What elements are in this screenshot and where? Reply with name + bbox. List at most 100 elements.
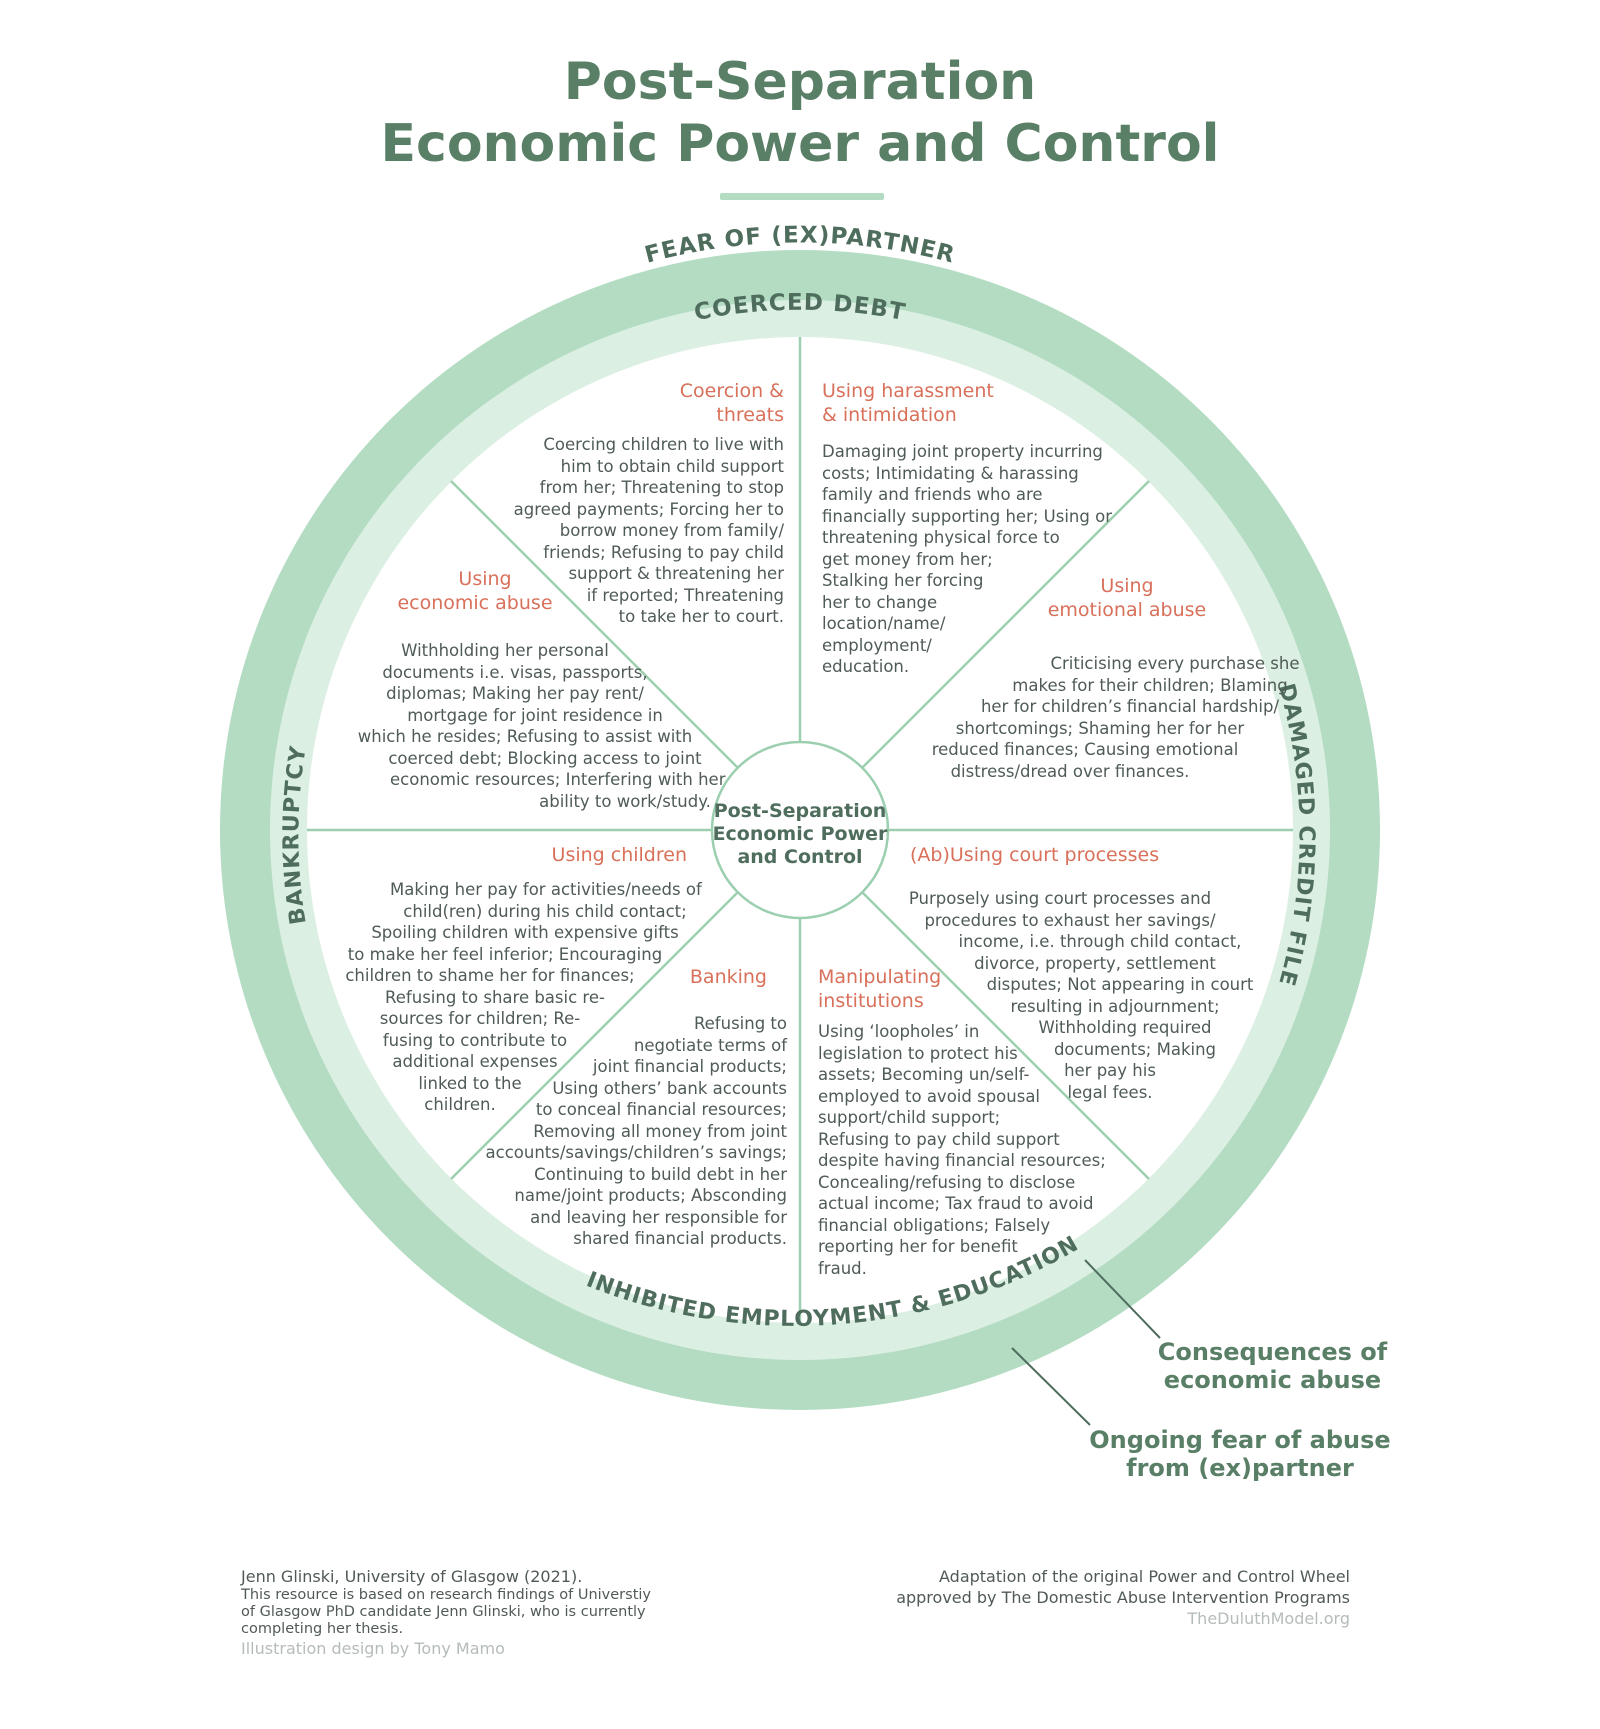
credit-design: Illustration design by Tony Mamo <box>241 1639 505 1658</box>
heading-line: Using children <box>551 844 687 866</box>
text-line: to make her feel inferior; Encouraging <box>347 944 663 964</box>
text-line: location/name/ <box>822 614 946 633</box>
text-line: disputes; Not appearing in court <box>986 975 1254 994</box>
text-line: Withholding her personal <box>401 641 609 660</box>
segment-text-manipulating-institutions: Using ‘loopholes’ in legislation to prot… <box>818 1021 1106 1279</box>
heading-line: Using harassment <box>822 380 994 402</box>
text-line: Continuing to build debt in her <box>534 1164 787 1184</box>
segment-heading-economic-abuse: Using economic abuse <box>375 568 575 615</box>
text-line: Using ‘loopholes’ in <box>818 1022 980 1041</box>
text-line: documents; Making <box>1053 1039 1217 1059</box>
text-line: her for children’s financial hardship/ <box>980 697 1280 716</box>
text-line: sources for children; Re- <box>379 1009 581 1028</box>
heading-line: Banking <box>689 966 767 988</box>
spoke-top-left <box>450 480 739 769</box>
segment-heading-court-processes: (Ab)Using court processes <box>910 844 1159 868</box>
text-line: despite having financial resources; <box>818 1151 1106 1170</box>
text-line: Refusing to <box>693 1014 787 1033</box>
text-line: ability to work/study. <box>539 791 711 811</box>
text-line: Stalking her forcing <box>822 571 984 590</box>
text-line: negotiate terms of <box>633 1035 787 1055</box>
text-line: Refusing to share basic re- <box>385 987 605 1007</box>
text-line: her pay his <box>1064 1061 1156 1080</box>
text-line: Purposely using court processes and <box>908 889 1212 908</box>
segment-heading-harassment-intimidation: Using harassment & intimidation <box>822 380 994 427</box>
heading-line: threats <box>716 403 784 426</box>
center-label-line-1: Post-Separation <box>714 800 887 822</box>
text-line: Coercing children to live with <box>543 435 784 454</box>
center-label-line-3: and Control <box>737 846 862 868</box>
segment-text-emotional-abuse: Criticising every purchase she makes for… <box>890 653 1310 782</box>
credit-note-line: completing her thesis. <box>241 1621 404 1637</box>
text-line: financially supporting her; Using or <box>822 506 1112 526</box>
legend-line: from (ex)partner <box>1126 1454 1354 1482</box>
segment-text-banking: Refusing to negotiate terms of joint fin… <box>486 1013 787 1250</box>
legend-pointer-inner <box>1084 1259 1161 1339</box>
legend-line: Consequences of <box>1157 1338 1388 1366</box>
text-line: get money from her; <box>822 549 993 569</box>
segment-heading-banking: Banking <box>690 966 767 990</box>
text-line: legislation to protect his <box>818 1043 1018 1063</box>
segment-text-court-processes: Purposely using court processes and proc… <box>900 888 1260 1103</box>
text-line: reduced finances; Causing emotional <box>931 740 1239 759</box>
text-line: employed to avoid spousal <box>818 1086 1041 1106</box>
text-line: friends; Refusing to pay child <box>543 542 784 562</box>
text-line: costs; Intimidating & harassing <box>822 463 1079 483</box>
heading-line: Using <box>458 568 512 590</box>
text-line: threatening physical force to <box>822 528 1060 547</box>
center-label-line-2: Economic Power <box>713 823 888 845</box>
text-line: name/joint products; Absconding <box>514 1186 787 1205</box>
text-line: support & threatening her <box>568 564 784 583</box>
text-line: which he resides; Refusing to assist wit… <box>357 727 693 746</box>
text-line: accounts/savings/children’s savings; <box>485 1143 787 1162</box>
heading-line: economic abuse <box>397 591 553 614</box>
segment-text-coercion-threats: Coercing children to live with him to ob… <box>514 434 784 628</box>
text-line: Criticising every purchase she <box>1050 654 1300 673</box>
text-line: additional expenses <box>392 1052 558 1071</box>
segment-text-using-children: Making her pay for activities/needs of c… <box>330 879 702 1116</box>
text-line: joint financial products; <box>592 1057 787 1076</box>
text-line: Damaging joint property incurring <box>822 442 1103 461</box>
text-line: reporting her for benefit <box>818 1237 1018 1256</box>
text-line: economic resources; Interfering with her <box>390 770 726 789</box>
text-line: Refusing to pay child support <box>818 1129 1060 1149</box>
credit-line: Adaptation of the original Power and Con… <box>939 1567 1350 1586</box>
text-line: her to change <box>822 592 938 612</box>
text-line: Concealing/refusing to disclose <box>818 1172 1076 1192</box>
credit-line: approved by The Domestic Abuse Intervent… <box>896 1588 1350 1607</box>
text-line: resulting in adjournment; <box>1010 996 1220 1016</box>
text-line: borrow money from family/ <box>559 521 784 540</box>
heading-line: & intimidation <box>822 403 957 426</box>
text-line: to conceal financial resources; <box>535 1100 787 1119</box>
heading-line: Using <box>1100 575 1154 597</box>
segment-text-harassment-intimidation: Damaging joint property incurring costs;… <box>822 441 1112 678</box>
credit-site: TheDuluthModel.org <box>1187 1609 1350 1628</box>
text-line: if reported; Threatening <box>586 585 784 605</box>
credit-author: Jenn Glinski, University of Glasgow (202… <box>241 1567 583 1586</box>
text-line: documents i.e. visas, passports, <box>382 662 648 682</box>
credits-right: Adaptation of the original Power and Con… <box>896 1566 1350 1629</box>
spoke-top-right <box>861 480 1150 769</box>
legend-consequences: Consequences of economic abuse <box>1150 1338 1395 1394</box>
segment-heading-using-children: Using children <box>552 844 687 868</box>
segment-text-economic-abuse: Withholding her personal documents i.e. … <box>330 640 726 812</box>
text-line: Making her pay for activities/needs of <box>390 880 702 899</box>
text-line: shared financial products. <box>573 1229 787 1248</box>
page-title-line-2: Economic Power and Control <box>380 114 1220 174</box>
heading-line: (Ab)Using court processes <box>910 844 1160 866</box>
text-line: linked to the <box>418 1073 522 1093</box>
text-line: family and friends who are <box>822 485 1043 504</box>
text-line: to take her to court. <box>618 607 784 626</box>
segment-heading-coercion-threats: Coercion & threats <box>680 380 784 427</box>
text-line: Using others’ bank accounts <box>552 1078 787 1098</box>
text-line: distress/dread over finances. <box>950 761 1190 781</box>
text-line: agreed payments; Forcing her to <box>513 499 784 519</box>
text-line: support/child support; <box>818 1108 1001 1127</box>
segment-heading-emotional-abuse: Using emotional abuse <box>1027 575 1227 622</box>
text-line: children to shame her for finances; <box>345 966 635 985</box>
text-line: income, i.e. through child contact, <box>958 932 1242 951</box>
text-line: financial obligations; Falsely <box>818 1215 1051 1235</box>
text-line: and leaving her responsible for <box>530 1207 787 1227</box>
text-line: children. <box>424 1095 496 1114</box>
text-line: Spoiling children with expensive gifts <box>371 923 679 942</box>
